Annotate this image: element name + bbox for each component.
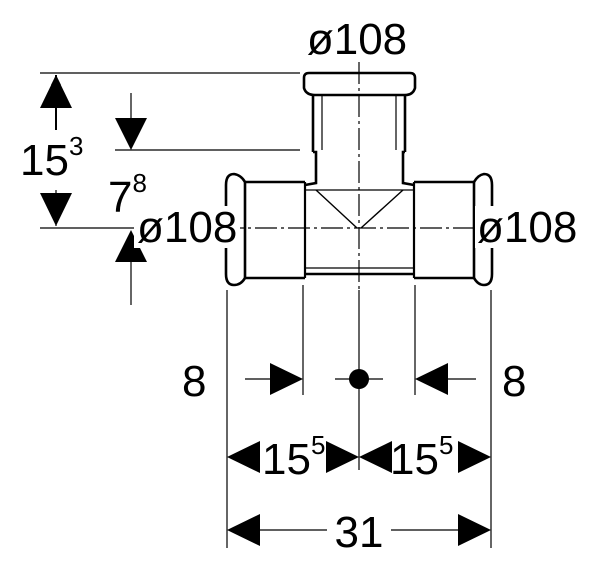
right-half-label: 155 (390, 430, 453, 484)
left-insertion-arrow (270, 363, 303, 395)
right-socket (414, 180, 476, 280)
left-half-arrow-left (227, 441, 260, 473)
left-insertion-label: 8 (182, 357, 206, 406)
top-socket-flange (302, 71, 417, 97)
left-socket (243, 180, 305, 280)
overall-arrow-right (458, 514, 491, 546)
height-total-label: 153 (20, 131, 83, 185)
right-insertion-arrow (415, 363, 448, 395)
overall-arrow-left (227, 514, 260, 546)
right-insertion-label: 8 (502, 357, 526, 406)
overall-length-label: 31 (335, 508, 384, 557)
center-point (349, 369, 369, 389)
center-lines (222, 62, 498, 290)
height-socket-arrow-bottom (115, 230, 147, 262)
height-socket-label: 78 (108, 168, 147, 222)
right-diameter-label: ø108 (477, 203, 577, 252)
right-half-arrow-right (458, 441, 491, 473)
dimension-arrows (40, 75, 491, 546)
height-socket-arrow-top (115, 118, 147, 150)
left-half-label: 155 (262, 430, 325, 484)
top-diameter-label: ø108 (307, 15, 407, 64)
left-diameter-label: ø108 (137, 203, 237, 252)
right-half-arrow-left (359, 441, 392, 473)
left-half-arrow-right (326, 441, 359, 473)
dimension-labels: ø108 ø108 ø108 153 78 8 8 155 155 31 (20, 15, 583, 557)
